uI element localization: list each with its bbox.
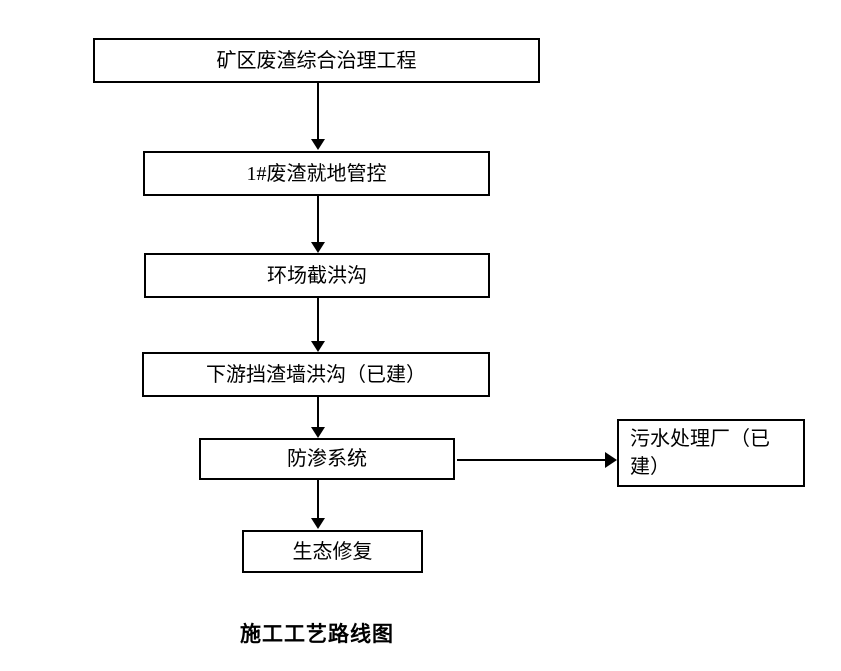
- flow-node-project-label: 矿区废渣综合治理工程: [216, 49, 417, 72]
- arrow-project-to-waste-control: [311, 83, 325, 150]
- arrow-seepage-system-to-sewage-plant: [457, 452, 617, 468]
- flow-node-waste-control: 1#废渣就地管控: [143, 151, 490, 196]
- flow-node-eco-restoration-label: 生态修复: [292, 540, 373, 563]
- arrow-shaft: [317, 397, 319, 428]
- arrow-retaining-wall-to-seepage-system: [311, 397, 325, 438]
- arrow-shaft: [317, 196, 319, 243]
- flow-node-project: 矿区废渣综合治理工程: [93, 38, 540, 83]
- diagram-title: 施工工艺路线图: [240, 622, 394, 646]
- flow-node-flood-ditch: 环场截洪沟: [144, 253, 490, 298]
- flow-node-retaining-wall: 下游挡渣墙洪沟（已建）: [142, 352, 490, 397]
- arrow-right-head-icon: [605, 452, 617, 468]
- arrow-flood-ditch-to-retaining-wall: [311, 298, 325, 352]
- flow-node-seepage-system: 防渗系统: [199, 438, 455, 480]
- arrow-down-head-icon: [311, 427, 325, 438]
- arrow-seepage-system-to-eco-restoration: [311, 480, 325, 529]
- arrow-down-head-icon: [311, 341, 325, 352]
- flow-node-eco-restoration: 生态修复: [242, 530, 423, 573]
- arrow-down-head-icon: [311, 139, 325, 150]
- arrow-shaft: [457, 459, 606, 461]
- arrow-down-head-icon: [311, 518, 325, 529]
- flow-node-retaining-wall-label: 下游挡渣墙洪沟（已建）: [206, 363, 426, 386]
- arrow-down-head-icon: [311, 242, 325, 253]
- arrow-shaft: [317, 83, 319, 140]
- arrow-shaft: [317, 480, 319, 519]
- flow-node-flood-ditch-label: 环场截洪沟: [267, 264, 367, 287]
- arrow-shaft: [317, 298, 319, 342]
- arrow-waste-control-to-flood-ditch: [311, 196, 325, 253]
- flow-node-sewage-plant: 污水处理厂（已建）: [617, 419, 805, 487]
- flow-node-waste-control-label: 1#废渣就地管控: [246, 162, 387, 185]
- flow-node-sewage-plant-label: 污水处理厂（已建）: [630, 428, 770, 478]
- flow-node-seepage-system-label: 防渗系统: [287, 448, 367, 470]
